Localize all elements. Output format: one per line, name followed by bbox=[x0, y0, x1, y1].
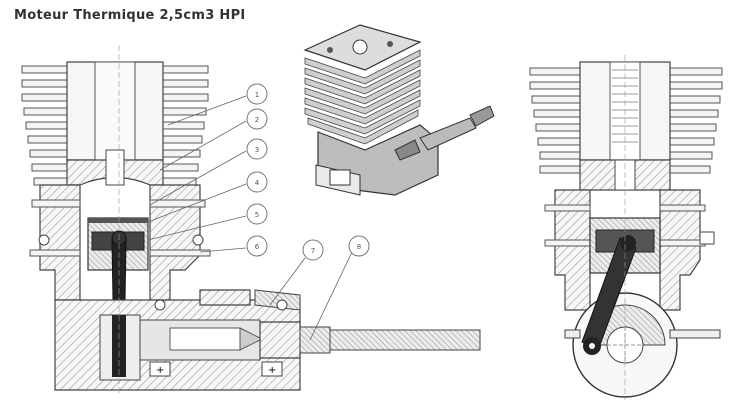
engine-3d-view bbox=[303, 24, 495, 196]
callout-circle-3 bbox=[246, 138, 268, 160]
right-section-view bbox=[529, 55, 723, 400]
svg-text:+: + bbox=[156, 365, 164, 376]
callouts: 1 2 3 4 5 6 7 8 bbox=[147, 83, 370, 341]
callout-2: 2 bbox=[255, 116, 259, 124]
callout-6: 6 bbox=[255, 243, 260, 251]
callout-3: 3 bbox=[255, 146, 259, 154]
callout-circle-4 bbox=[246, 171, 268, 193]
cooling-fins-right bbox=[162, 65, 209, 186]
callout-4: 4 bbox=[255, 179, 260, 187]
left-section-view: + + bbox=[21, 45, 481, 395]
callout-1: 1 bbox=[255, 91, 259, 99]
callout-circle-8 bbox=[348, 235, 370, 257]
svg-text:+: + bbox=[268, 365, 276, 376]
callout-8: 8 bbox=[357, 243, 361, 251]
cooling-fins-left bbox=[21, 65, 68, 186]
diagram-title: Moteur Thermique 2,5cm3 HPI bbox=[14, 8, 246, 23]
callout-circle-1 bbox=[246, 83, 268, 105]
callout-7: 7 bbox=[311, 247, 315, 255]
callout-5: 5 bbox=[255, 211, 259, 219]
callout-circle-6 bbox=[246, 235, 268, 257]
right-fins-left bbox=[529, 67, 581, 174]
callout-circle-7 bbox=[302, 239, 324, 261]
callout-circle-2 bbox=[246, 108, 268, 130]
callout-circle-5 bbox=[246, 203, 268, 225]
right-fins-right bbox=[669, 67, 723, 174]
